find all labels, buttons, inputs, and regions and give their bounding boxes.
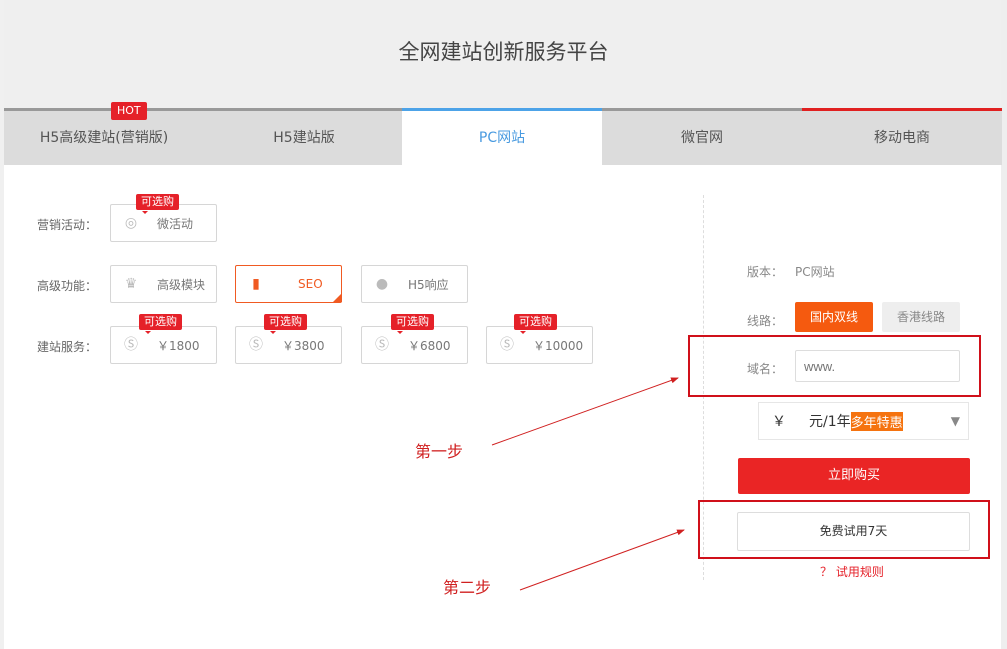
highlight-box-step1 — [688, 335, 981, 397]
dollar-icon: Ⓢ — [500, 337, 514, 353]
tab-h5[interactable]: H5建站版 — [204, 108, 404, 165]
right-edge — [1001, 0, 1007, 649]
option-seo[interactable]: ▮ SEO — [235, 265, 342, 303]
globe-icon: ● — [375, 276, 389, 292]
step1-label: 第一步 — [415, 442, 464, 461]
multi-year-badge: 多年特惠 — [850, 411, 903, 431]
option-text: 高级模块 — [157, 277, 206, 292]
tab-label: H5建站版 — [273, 130, 335, 146]
header — [0, 0, 1007, 108]
highlight-box-step2 — [698, 500, 990, 559]
option-text: ￥1800 — [157, 338, 200, 353]
selected-check-icon — [333, 293, 342, 302]
purchasable-tag: 可选购 — [139, 314, 182, 334]
version-label: 版本： — [747, 265, 784, 279]
tab-pc[interactable]: PC网站 — [402, 108, 602, 165]
tab-label: H5高级建站(营销版) — [39, 130, 169, 146]
purchasable-tag: 可选购 — [136, 194, 179, 214]
step2-label: 第二步 — [443, 578, 492, 597]
tab-label: PC网站 — [478, 130, 526, 146]
tab-wechat-site[interactable]: 微官网 — [602, 108, 802, 165]
arrow-step2 — [519, 529, 685, 591]
bar-chart-icon: ▮ — [252, 276, 260, 292]
divider — [703, 195, 704, 580]
purchasable-tag: 可选购 — [391, 314, 434, 334]
domain-input[interactable] — [795, 350, 960, 382]
option-text: SEO — [298, 277, 323, 291]
hot-badge: HOT — [111, 102, 147, 120]
tab-label: 移动电商 — [874, 130, 930, 146]
option-text: ￥3800 — [282, 338, 325, 353]
option-advanced-module[interactable]: ♛ 高级模块 — [110, 265, 217, 303]
service-label: 建站服务： — [37, 340, 98, 354]
price-select[interactable]: ￥ 元/1年 多年特惠 ▼ — [758, 402, 969, 440]
left-edge — [0, 0, 4, 649]
dollar-icon: Ⓢ — [124, 337, 138, 353]
dollar-icon: Ⓢ — [249, 337, 263, 353]
price-currency: ￥ — [772, 414, 786, 430]
dropdown-arrow-icon: ▼ — [950, 414, 960, 428]
tab-label: 微官网 — [681, 130, 723, 146]
option-text: ￥6800 — [408, 338, 451, 353]
purchasable-tag: 可选购 — [514, 314, 557, 334]
arrow-step1 — [491, 377, 679, 446]
crown-icon: ♛ — [124, 276, 138, 292]
domain-label: 域名： — [747, 362, 784, 376]
line-domestic-button[interactable]: 国内双线 — [795, 302, 873, 332]
option-text: 微活动 — [157, 216, 194, 231]
price-unit: 元/1年 — [809, 414, 851, 430]
free-trial-button[interactable]: 免费试用7天 — [737, 512, 970, 551]
option-text: ￥10000 — [533, 338, 584, 353]
marketing-label: 营销活动： — [37, 218, 98, 232]
line-hongkong-button[interactable]: 香港线路 — [882, 302, 960, 332]
aperture-icon: ◎ — [124, 215, 138, 231]
page-title: 全网建站创新服务平台 — [398, 40, 609, 64]
advanced-label: 高级功能： — [37, 279, 98, 293]
version-value: PC网站 — [795, 265, 835, 279]
line-label: 线路： — [747, 314, 784, 328]
option-text: H5响应 — [408, 277, 449, 292]
trial-rules-link[interactable]: ？ 试用规则 — [820, 565, 884, 579]
option-h5-responsive[interactable]: ● H5响应 — [361, 265, 468, 303]
dollar-icon: Ⓢ — [375, 337, 389, 353]
tab-h5-advanced[interactable]: H5高级建站(营销版) — [4, 108, 204, 165]
purchasable-tag: 可选购 — [264, 314, 307, 334]
tab-mobile-commerce[interactable]: 移动电商 — [802, 108, 1002, 165]
buy-now-button[interactable]: 立即购买 — [738, 458, 970, 494]
